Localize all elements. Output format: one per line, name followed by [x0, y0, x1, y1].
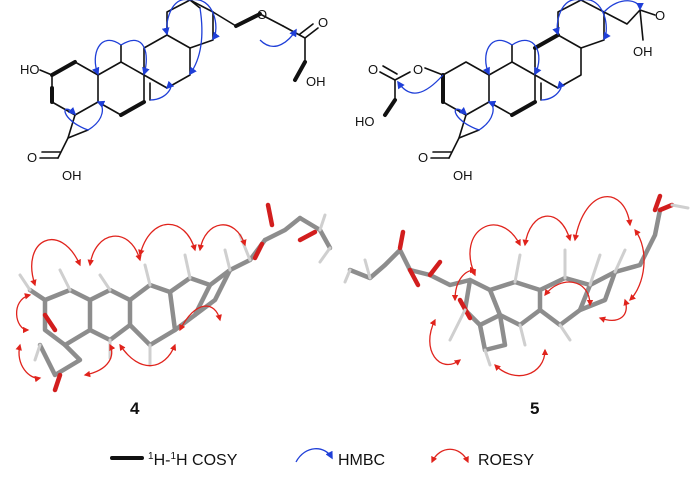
atom-ho-side: HO — [355, 114, 375, 129]
compound-4-3d-model — [15, 202, 333, 393]
compound-4-label: 4 — [130, 399, 140, 418]
legend-hmbc: HMBC — [295, 448, 385, 469]
atom-oh-acid: OH — [453, 168, 473, 183]
atom-o-acid: O — [27, 150, 37, 165]
atom-oh-side: OH — [306, 74, 326, 89]
atom-o-carbonyl: O — [318, 15, 328, 30]
compound-5-cosy-bonds — [383, 33, 560, 117]
legend-cosy-h: H- — [154, 452, 171, 469]
legend-roesy-label: ROESY — [478, 452, 534, 469]
atom-oh-acid-top: OH — [633, 44, 653, 59]
atom-o-ester: O — [413, 62, 423, 77]
legend-hmbc-label: HMBC — [338, 452, 385, 469]
roesy-arrow-swatch — [431, 448, 469, 464]
compound-5-3d-model — [343, 193, 690, 377]
compound-5-structure: O O HO O OH O OH — [355, 0, 665, 183]
atom-o-lactone: O — [368, 62, 378, 77]
compound-4-roesy-arrows — [15, 223, 247, 383]
atom-ho-c3: HO — [20, 62, 40, 77]
compound-5-skeleton-bonds — [379, 0, 656, 159]
compound-4-skeleton-bonds — [39, 0, 319, 159]
legend-cosy-label: 1H-1H COSY — [148, 451, 238, 469]
compound-4-structure: HO O O OH O OH — [20, 0, 328, 183]
compound-4-stick-model — [18, 202, 333, 393]
legend: 1H-1H COSY HMBC ROESY — [110, 448, 534, 469]
compound-5-label: 5 — [530, 399, 539, 418]
compound-5-roesy-arrows — [429, 196, 645, 377]
legend-cosy: 1H-1H COSY — [110, 451, 238, 469]
compound-5-stick-model — [343, 193, 690, 367]
compound-4-cosy-bonds — [50, 12, 307, 117]
hmbc-arrow-swatch — [295, 448, 333, 463]
compound-5-hmbc-arrows — [397, 0, 644, 131]
legend-cosy-sup2: 1 — [170, 451, 176, 462]
atom-o-acid: O — [418, 150, 428, 165]
compound-4-hmbc-arrows — [64, 0, 297, 131]
atom-o-acid-top: O — [655, 8, 665, 23]
atom-o-ester: O — [257, 7, 267, 22]
atom-oh-acid: OH — [62, 168, 82, 183]
compound-5-atom-labels: O O HO O OH O OH — [355, 8, 665, 183]
legend-cosy-tail: H COSY — [176, 452, 238, 469]
compound-4-atom-labels: HO O O OH O OH — [20, 7, 328, 183]
legend-cosy-sup1: 1 — [148, 451, 154, 462]
legend-roesy: ROESY — [431, 448, 534, 469]
